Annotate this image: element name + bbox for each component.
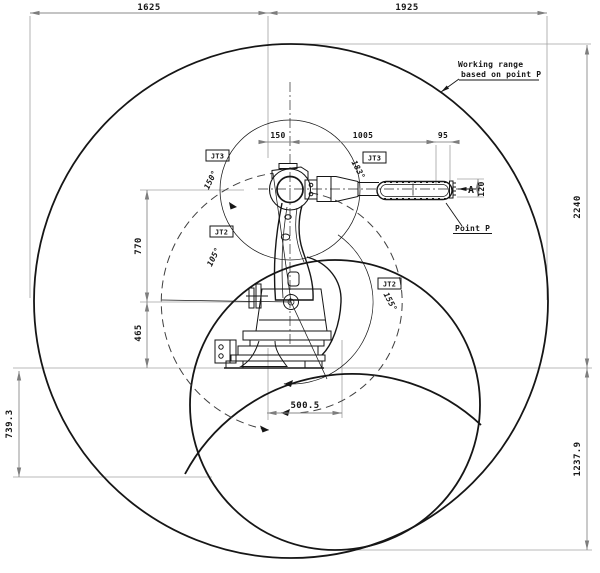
jt2-right-box <box>377 277 402 290</box>
jt3-left-box <box>205 149 230 162</box>
annotations: Working range based on point P Point P A <box>455 59 541 233</box>
dim-text-770: 770 <box>134 237 144 254</box>
jt3-inner-ring <box>276 175 304 204</box>
jt3-sweep-circle <box>219 119 361 261</box>
point-p-label: Point P <box>455 223 490 233</box>
dim-text-739-3: 739.3 <box>5 409 15 438</box>
working-range-note-line1: Working range <box>458 59 523 69</box>
wrist-capsule-inner <box>380 184 449 197</box>
dim-text-150: 150 <box>270 131 285 140</box>
jt2-range-dashed-right <box>281 192 403 414</box>
jt2-left-angle: 105° <box>205 246 222 268</box>
robot-manipulator <box>214 163 456 369</box>
turntable-plate2 <box>249 339 325 347</box>
joint-labels: JT3 150° JT3 183° JT2 105° JT2 155° <box>202 149 402 313</box>
elbow-top-knob <box>278 163 298 169</box>
link-inner-edge <box>281 206 288 299</box>
elbow-joint <box>268 163 318 211</box>
working-range-circle <box>33 43 549 559</box>
arc-arrowhead <box>284 380 293 387</box>
jt2-right-label: JT2 <box>383 281 396 289</box>
jt2-sweep-arc <box>283 234 374 385</box>
arc-arrowhead <box>260 425 269 433</box>
dim-text-500-5: 500.5 <box>290 401 319 411</box>
centerlines <box>258 82 468 345</box>
jt3-right-label: JT3 <box>368 155 381 163</box>
link-hole <box>284 214 292 220</box>
shoulder-housing <box>255 288 328 332</box>
arc-arrowhead <box>281 409 290 416</box>
jt2-axis-circle <box>283 294 299 310</box>
jt2-range-dashed-left <box>160 172 273 431</box>
dimension-texts: 1625 1925 150 1005 95 770 465 500.5 2240… <box>5 3 583 476</box>
joint-range-arcs <box>160 119 403 433</box>
dim-text-95: 95 <box>438 131 448 140</box>
link-pocket <box>287 271 300 287</box>
flange-plate <box>449 180 454 199</box>
cable-post <box>248 287 255 309</box>
working-range-leader <box>440 78 460 93</box>
jt2-left-box <box>209 225 234 238</box>
elbow-bolt <box>308 182 314 188</box>
jt3-left-angle: 150° <box>202 169 219 191</box>
base-plate <box>230 354 326 362</box>
jt3-right-box <box>362 151 387 164</box>
working-range-note-line2: based on point P <box>461 69 541 79</box>
point-p-leader <box>445 202 463 227</box>
dim-text-1925: 1925 <box>395 3 418 13</box>
range-radial-left <box>161 299 292 303</box>
arc-arrowhead <box>229 202 237 210</box>
jt2-axis-center <box>287 298 295 306</box>
upper-arm-link <box>273 202 314 301</box>
extension-lines <box>13 16 592 551</box>
link-hole <box>280 233 291 241</box>
jt2-right-angle: 155° <box>382 291 399 313</box>
dim-text-120: 120 <box>477 181 486 196</box>
dim-text-2240: 2240 <box>573 195 583 218</box>
base-skirt <box>239 340 289 367</box>
dim-text-1005: 1005 <box>353 131 373 140</box>
leader-lines <box>440 78 539 234</box>
working-envelope <box>33 43 549 559</box>
jt3-left-label: JT3 <box>211 153 224 161</box>
forearm-and-wrist <box>316 176 456 202</box>
jt3-outer-ring <box>268 168 312 211</box>
lower-envelope-circle <box>189 259 481 551</box>
link-outline <box>273 202 314 301</box>
base-bracket <box>214 339 237 364</box>
view-a-label: A <box>468 185 474 196</box>
robot-base <box>214 256 342 369</box>
wrist-capsule-outer <box>376 180 453 201</box>
dim-text-465: 465 <box>134 324 144 341</box>
dim-text-1237-9: 1237.9 <box>573 442 583 477</box>
dimension-lines <box>16 10 590 550</box>
forearm-cone <box>316 176 359 202</box>
dim-text-1625: 1625 <box>137 3 160 13</box>
jt2-left-label: JT2 <box>215 229 228 237</box>
swing-body-cover <box>306 256 342 356</box>
elbow-bolt <box>308 191 314 197</box>
link-inner-edge2 <box>295 207 305 263</box>
bracket-bolt <box>218 344 224 350</box>
elbow-cap <box>271 166 309 179</box>
bracket-bolt <box>218 353 224 359</box>
shoulder-joint <box>246 283 328 332</box>
lower-envelope-arc <box>184 373 482 475</box>
jt3-right-angle: 183° <box>350 159 367 181</box>
turntable-plate <box>242 330 332 341</box>
